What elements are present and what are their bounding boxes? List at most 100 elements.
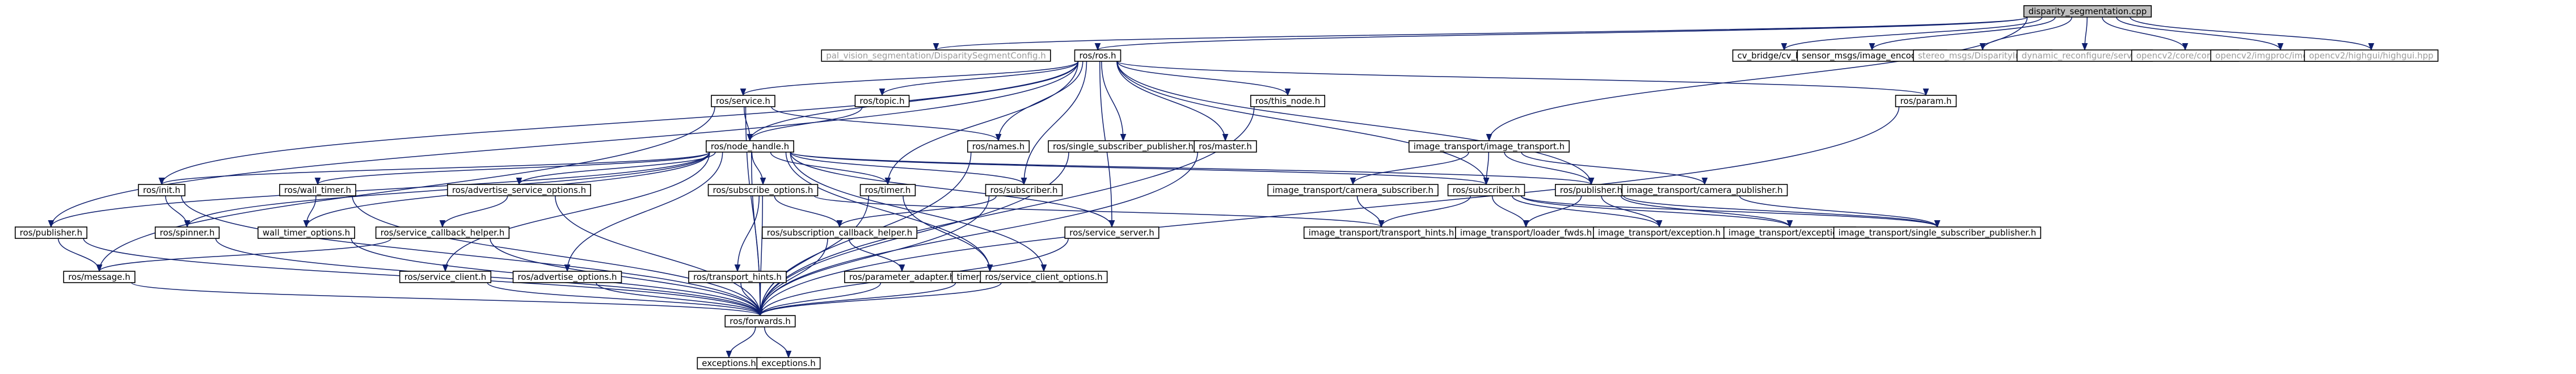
node-box: [967, 140, 1030, 153]
node-itpub[interactable]: ros/publisher.h: [1555, 184, 1628, 196]
node-transhints[interactable]: ros/transport_hints.h: [688, 271, 787, 283]
node-sch[interactable]: ros/service_callback_helper.h: [375, 226, 510, 239]
node-message[interactable]: ros/message.h: [63, 271, 136, 283]
edge-nh-to-forwards: [751, 152, 764, 317]
node-box: [2304, 49, 2439, 62]
node-senc[interactable]: sensor_msgs/image_encodings.h: [1797, 49, 1947, 62]
node-label: ros/spinner.h: [160, 228, 215, 238]
node-nh[interactable]: ros/node_handle.h: [706, 140, 794, 153]
node-label: ros/advertise_options.h: [518, 272, 617, 283]
node-campub[interactable]: image_transport/camera_publisher.h: [1621, 184, 1788, 196]
edge-itpub-to-itexc1: [1601, 195, 1663, 228]
node-names[interactable]: ros/names.h: [967, 140, 1030, 153]
node-label: image_transport/exception.h: [1598, 228, 1721, 238]
node-camsub[interactable]: image_transport/camera_subscriber.h: [1267, 184, 1439, 196]
node-exc1[interactable]: exceptions.h: [697, 357, 761, 369]
node-itsub[interactable]: ros/subscriber.h: [1447, 184, 1525, 196]
node-label: ros/single_subscriber_publisher.h: [1053, 141, 1194, 152]
node-sub[interactable]: ros/subscriber.h: [985, 184, 1063, 196]
edge-root-to-rosh: [1095, 16, 2028, 51]
node-master[interactable]: ros/master.h: [1194, 140, 1257, 153]
edge-nh-to-itsub: [790, 152, 1489, 186]
edge-nh-to-timeropt: [785, 152, 993, 272]
node-label: ros/subscriber.h: [990, 185, 1058, 195]
edge-topic-to-nh: [747, 106, 863, 142]
edge-root-to-ocvhg: [2130, 16, 2375, 51]
node-rosh[interactable]: ros/ros.h: [1074, 49, 1122, 62]
node-topic[interactable]: ros/topic.h: [854, 95, 910, 107]
edge-subopt-to-ittranshints: [813, 195, 1384, 228]
node-label: ros/topic.h: [859, 96, 904, 106]
node-label: ros/master.h: [1199, 141, 1252, 152]
edge-nh-to-itpub: [790, 152, 1594, 186]
node-spinner[interactable]: ros/spinner.h: [154, 226, 220, 239]
node-dynrec[interactable]: dynamic_reconfigure/server.h: [2016, 49, 2153, 62]
node-box: [15, 226, 87, 239]
node-label: ros/forwards.h: [730, 316, 790, 326]
node-advopt[interactable]: ros/advertise_options.h: [512, 271, 622, 283]
edge-rosh-to-names: [995, 61, 1083, 142]
node-box: [688, 271, 787, 283]
node-pub[interactable]: ros/publisher.h: [15, 226, 87, 239]
node-label: ros/subscription_callback_helper.h: [767, 228, 913, 238]
node-walltimer[interactable]: ros/wall_timer.h: [279, 184, 356, 196]
node-wto[interactable]: wall_timer_options.h: [258, 226, 355, 239]
edge-nh-to-init: [159, 152, 710, 186]
edge-itsub-to-loaderfwds: [1491, 195, 1529, 228]
node-subopt[interactable]: ros/subscribe_options.h: [707, 184, 819, 196]
node-itexc1[interactable]: image_transport/exception.h: [1593, 226, 1726, 239]
node-pal[interactable]: pal_vision_segmentation/DisparitySegment…: [821, 49, 1051, 62]
node-srvserver[interactable]: ros/service_server.h: [1064, 226, 1160, 239]
node-label: ros/service_server.h: [1069, 228, 1154, 238]
edge-root-to-stereo: [1979, 16, 2072, 51]
node-ocvhg[interactable]: opencv2/highgui/highgui.hpp: [2304, 49, 2439, 62]
edge-param-to-forwards: [757, 106, 1900, 317]
node-loaderfwds[interactable]: image_transport/loader_fwds.h: [1454, 226, 1597, 239]
edge-thisnode-to-forwards: [757, 106, 1255, 317]
node-exc2[interactable]: exceptions.h: [756, 357, 821, 369]
edge-itrans-to-campub: [1521, 152, 1708, 186]
edge-walltimer-to-forwards: [352, 195, 764, 317]
edge-nh-to-timer: [770, 152, 891, 186]
edge-rosh-to-ssp: [1101, 61, 1127, 142]
edge-subopt-to-subcbh: [774, 195, 843, 228]
edge-init-to-spinner: [165, 195, 191, 228]
node-ssp[interactable]: ros/single_subscriber_publisher.h: [1048, 140, 1199, 153]
node-service[interactable]: ros/service.h: [711, 95, 775, 107]
edge-paramadapt-to-forwards: [757, 282, 882, 317]
edge-timer-to-forwards: [757, 195, 869, 317]
node-box: [859, 184, 916, 196]
node-srvclient[interactable]: ros/service_client.h: [399, 271, 492, 283]
node-aso[interactable]: ros/advertise_service_options.h: [447, 184, 591, 196]
edge-aso-to-forwards: [555, 195, 764, 317]
node-itssp[interactable]: image_transport/single_subscriber_publis…: [1833, 226, 2042, 239]
node-box: [512, 271, 622, 283]
node-root[interactable]: disparity_segmentation.cpp: [2023, 5, 2152, 18]
node-param[interactable]: ros/param.h: [1895, 95, 1957, 107]
edge-rosh-to-service: [740, 61, 1079, 96]
edge-itrans-to-camsub: [1350, 152, 1469, 186]
node-sco[interactable]: ros/service_client_options.h: [980, 271, 1108, 283]
edge-root-to-pal: [933, 16, 2028, 51]
node-thisnode[interactable]: ros/this_node.h: [1250, 95, 1326, 107]
node-itexc2[interactable]: image_transport/exception.h: [1723, 226, 1856, 239]
node-itrans[interactable]: image_transport/image_transport.h: [1409, 140, 1570, 153]
node-box: [711, 95, 775, 107]
node-paramadapt[interactable]: ros/parameter_adapter.h: [844, 271, 960, 283]
node-box: [375, 226, 510, 239]
node-subcbh[interactable]: ros/subscription_callback_helper.h: [761, 226, 918, 239]
edge-nh-to-sub: [790, 152, 1027, 186]
node-timer[interactable]: ros/timer.h: [859, 184, 916, 196]
node-label: image_transport/loader_fwds.h: [1460, 228, 1592, 238]
node-box: [138, 184, 185, 196]
edge-itpub-to-loaderfwds: [1523, 195, 1582, 228]
node-forwards[interactable]: ros/forwards.h: [724, 315, 796, 327]
node-box: [154, 226, 220, 239]
node-ittranshints[interactable]: image_transport/transport_hints.h: [1303, 226, 1460, 239]
node-label: ros/names.h: [972, 141, 1025, 152]
node-box: [854, 95, 910, 107]
edge-root-to-ocvimg: [2116, 16, 2284, 51]
node-box: [724, 315, 796, 327]
node-init[interactable]: ros/init.h: [138, 184, 185, 196]
edge-sub-to-forwards: [757, 195, 990, 317]
